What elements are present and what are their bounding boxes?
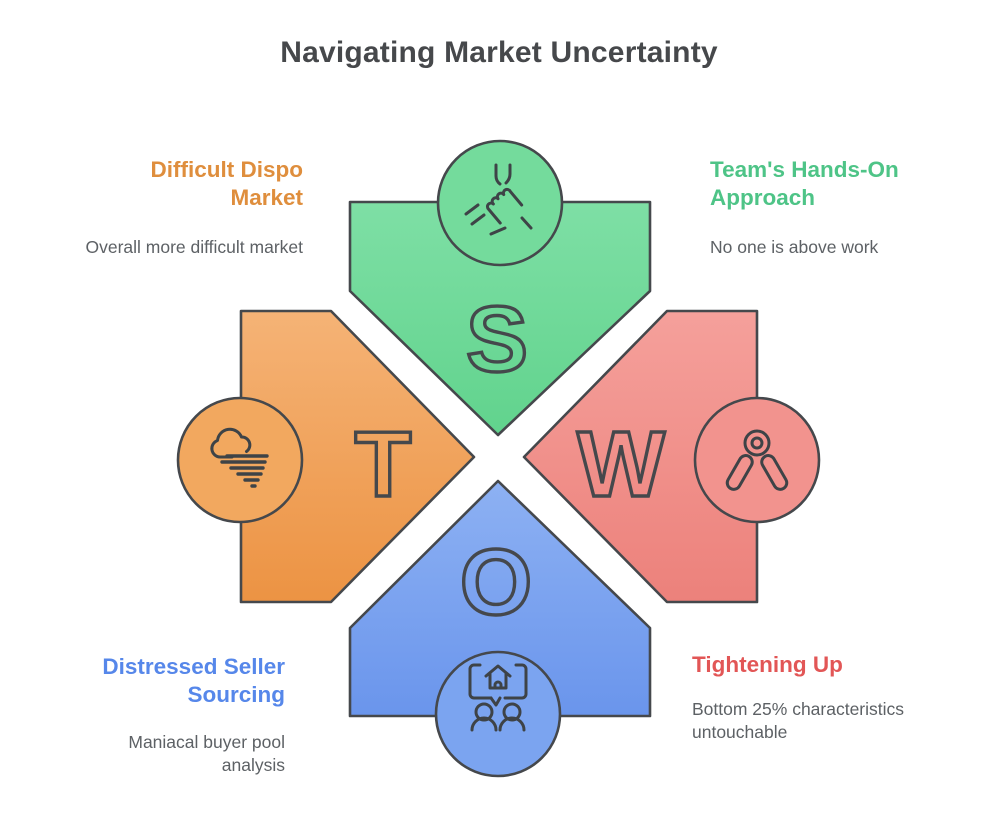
page-title: Navigating Market Uncertainty: [280, 36, 718, 69]
strengths-letter: S: [466, 287, 528, 391]
opportunities-letter: O: [460, 530, 532, 634]
opportunities-heading: Distressed Seller Sourcing: [102, 654, 285, 707]
weaknesses-shape: W: [522, 309, 821, 604]
threats-heading: Difficult Dispo Market: [150, 157, 304, 210]
home-discussion-icon: [468, 663, 528, 732]
opportunities-subtext: Maniacal buyer pool analysis: [128, 732, 285, 775]
strengths-heading: Team's Hands-On Approach: [710, 157, 899, 210]
strengths-shape: S: [348, 139, 652, 437]
strengths-subtext: No one is above work: [710, 237, 879, 257]
weaknesses-heading: Tightening Up: [692, 652, 843, 677]
opportunities-shape: O: [348, 479, 652, 778]
threats-subtext: Overall more difficult market: [85, 237, 303, 257]
weaknesses-letter: W: [577, 412, 665, 516]
threats-shape: T: [176, 309, 476, 604]
cloud-fog-icon: [210, 427, 269, 488]
hand-grip-icon: [725, 429, 789, 491]
threats-letter: T: [355, 412, 412, 516]
weaknesses-subtext: Bottom 25% characteristics untouchable: [692, 699, 905, 742]
hands-in-icon: [464, 163, 533, 236]
